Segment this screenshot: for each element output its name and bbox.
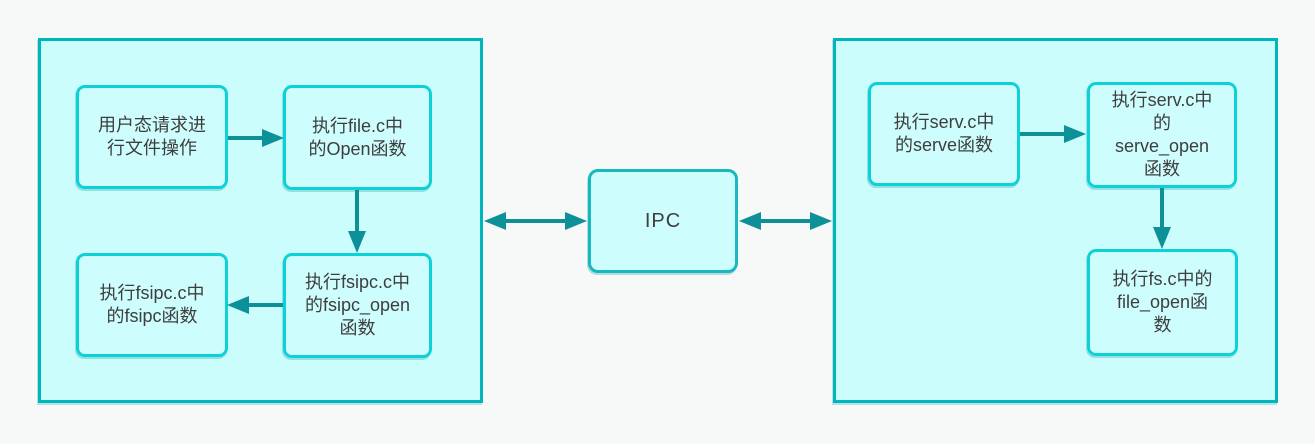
node-fsipc-open-fn: 执行fsipc.c中 的fsipc_open 函数 — [283, 253, 432, 358]
node-ipc: IPC — [588, 169, 738, 273]
node-serve-fn-label: 执行serv.c中 的serve函数 — [893, 112, 995, 155]
node-fsipc-fn-label: 执行fsipc.c中 的fsipc函数 — [99, 283, 205, 326]
node-open-fn: 执行file.c中 的Open函数 — [283, 85, 432, 190]
node-user-request: 用户态请求进 行文件操作 — [76, 85, 228, 189]
node-open-fn-label: 执行file.c中 的Open函数 — [308, 115, 407, 159]
node-serve-open-fn: 执行serv.c中 的 serve_open 函数 — [1087, 82, 1237, 188]
double-arrow-ipc-server — [739, 212, 832, 230]
node-serve-open-fn-label: 执行serv.c中 的 serve_open 函数 — [1111, 90, 1213, 179]
node-fsipc-fn: 执行fsipc.c中 的fsipc函数 — [76, 253, 228, 357]
node-ipc-label: IPC — [644, 209, 682, 232]
node-serve-fn: 执行serv.c中 的serve函数 — [868, 82, 1020, 186]
node-file-open-fn: 执行fs.c中的 file_open函 数 — [1087, 249, 1238, 356]
node-user-request-label: 用户态请求进 行文件操作 — [98, 115, 206, 158]
double-arrow-client-ipc — [484, 212, 587, 230]
node-fsipc-open-fn-label: 执行fsipc.c中 的fsipc_open 函数 — [304, 272, 411, 338]
node-file-open-fn-label: 执行fs.c中的 file_open函 数 — [1112, 269, 1213, 335]
